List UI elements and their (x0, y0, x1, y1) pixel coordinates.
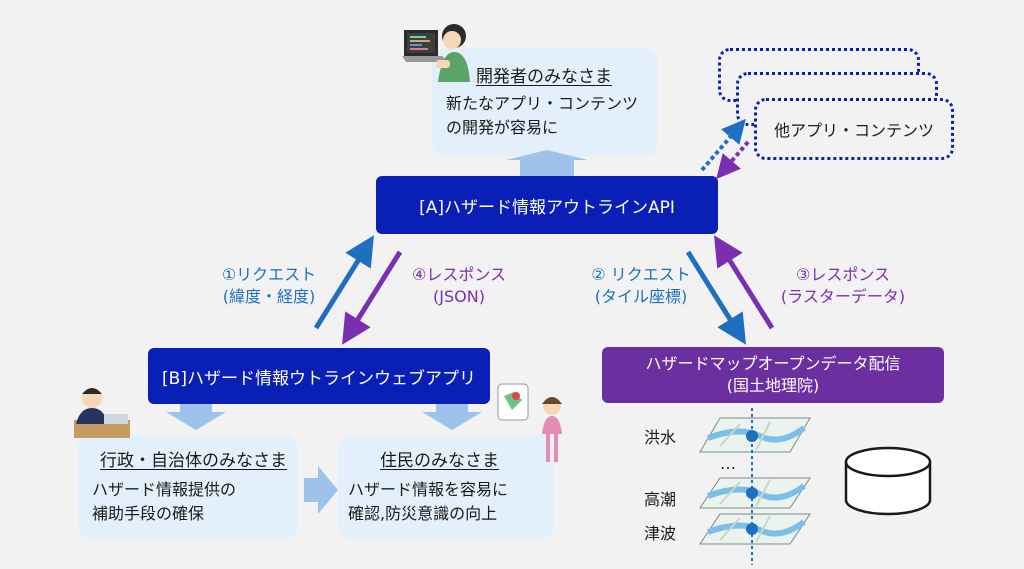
step2-detail: (タイル座標) (594, 287, 688, 306)
step4-arrow (342, 250, 403, 345)
residents-desc-1: ハザード情報を容易に (348, 480, 509, 499)
api-to-developers-arrow (506, 150, 588, 176)
developer-laptop-icon (402, 24, 470, 82)
developers-desc-2: の開発が容易に (446, 118, 559, 137)
webapp-to-government-arrow (166, 404, 226, 430)
step2-title: ② リクエスト (591, 265, 691, 284)
government-to-residents-arrow (304, 466, 338, 514)
flood-label: 洪水 (644, 428, 677, 447)
hazardmap-source: (国土地理院) (726, 376, 820, 395)
developers-box (432, 48, 658, 156)
step2-label: ② リクエスト (タイル座標) (576, 264, 706, 308)
developers-title: 開発者のみなさま (476, 67, 612, 87)
official-icon (74, 388, 130, 438)
residents-desc-2: 確認,防災意識の向上 (348, 504, 498, 523)
step3-detail: (ラスターデータ) (780, 287, 906, 306)
step1-title: ①リクエスト (221, 265, 317, 284)
database-icon (844, 446, 932, 516)
step4-label: ④レスポンス (JSON) (396, 264, 522, 308)
ellipsis-label: … (720, 454, 736, 473)
other-apps-to-api-arrow (716, 140, 750, 180)
webapp-to-residents-arrow (422, 404, 482, 430)
step4-title: ④レスポンス (411, 265, 507, 284)
other-apps-card: 他アプリ・コンテンツ (754, 98, 954, 160)
step3-arrow (714, 235, 775, 330)
developers-desc-1: 新たなアプリ・コンテンツ (446, 94, 639, 113)
storm-surge-point (746, 487, 758, 499)
step1-label: ①リクエスト (緯度・経度) (204, 264, 334, 308)
government-box (78, 435, 298, 539)
tsunami-point (746, 523, 758, 535)
resident-icon (497, 383, 562, 462)
step1-arrow (313, 235, 374, 330)
webapp-box: [B]ハザード情報ウトラインウェブアプリ (148, 348, 490, 404)
step4-detail: (JSON) (433, 287, 485, 306)
webapp-label: [B]ハザード情報ウトラインウェブアプリ (162, 368, 476, 389)
residents-box (338, 435, 554, 539)
tsunami-label: 津波 (644, 524, 677, 543)
government-title: 行政・自治体のみなさま (100, 451, 287, 471)
step2-arrow (685, 250, 746, 345)
hazardmap-box: ハザードマップオープンデータ配信 (国土地理院) (602, 347, 944, 403)
government-desc-1: ハザード情報提供の (92, 480, 237, 499)
hazardmap-title: ハザードマップオープンデータ配信 (645, 354, 901, 373)
api-to-other-apps-arrow (700, 118, 746, 172)
api-box: [A]ハザード情報アウトラインAPI (376, 176, 718, 234)
storm-surge-label: 高潮 (644, 490, 677, 509)
flood-point (746, 430, 758, 442)
residents-title: 住民のみなさま (380, 451, 499, 471)
api-label: [A]ハザード情報アウトラインAPI (419, 197, 675, 218)
government-desc-2: 補助手段の確保 (92, 504, 205, 523)
other-apps-label: 他アプリ・コンテンツ (773, 121, 934, 140)
step3-label: ③レスポンス (ラスターデータ) (768, 264, 918, 308)
step1-detail: (緯度・経度) (222, 287, 316, 306)
step3-title: ③レスポンス (795, 265, 891, 284)
